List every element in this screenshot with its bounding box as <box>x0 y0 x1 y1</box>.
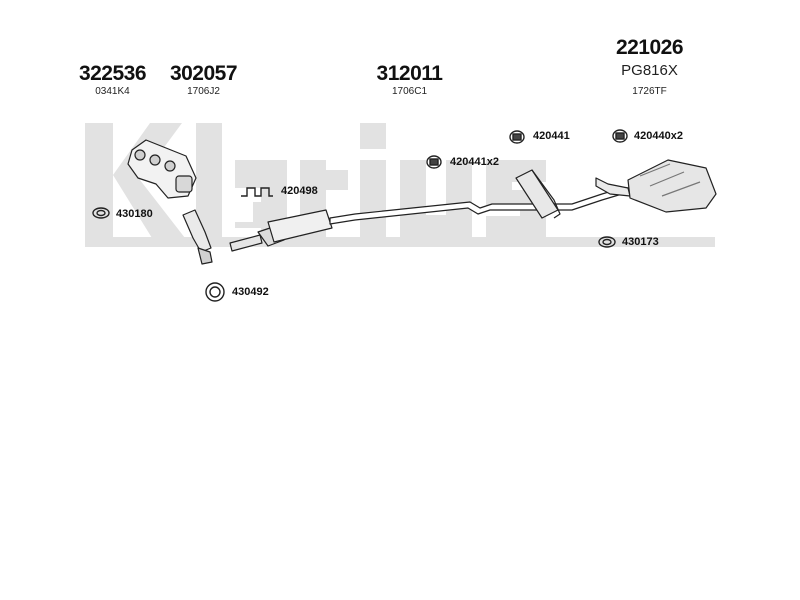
rubber-mount-icon <box>509 130 525 144</box>
bracket-icon <box>241 187 273 197</box>
front-pipe-part <box>229 187 643 252</box>
rubber-mount-icon <box>426 155 442 169</box>
callout-420440x2: 420440x2 <box>634 130 683 142</box>
part-number-221026: 221026 <box>615 36 684 59</box>
clamp-ring-icon <box>92 207 110 219</box>
part-number-322536: 322536 <box>78 62 147 85</box>
part-number-302057: 302057 <box>169 62 238 85</box>
centre-silencer-part <box>515 169 561 219</box>
watermark-underline <box>85 237 715 247</box>
callout-420441: 420441 <box>533 130 570 142</box>
part-code-0341k4: 0341K4 <box>95 86 130 97</box>
callout-420498: 420498 <box>281 185 318 197</box>
callout-430180: 430180 <box>116 208 153 220</box>
rubber-mount-icon <box>612 129 628 143</box>
part-code-1726tf: 1726TF <box>632 86 667 97</box>
callout-430492: 430492 <box>232 286 269 298</box>
part-code-1706c1: 1706C1 <box>391 86 428 97</box>
clamp-ring-icon <box>598 236 616 248</box>
part-code-pg816x: PG816X <box>621 62 678 79</box>
downpipe-part <box>182 209 213 265</box>
callout-430173: 430173 <box>622 236 659 248</box>
rear-box-part <box>595 159 717 213</box>
manifold-part <box>127 139 197 199</box>
part-number-312011: 312011 <box>376 62 443 85</box>
callout-420441x2: 420441x2 <box>450 156 499 168</box>
part-code-1706j2: 1706J2 <box>187 86 220 97</box>
clamp-ring-icon <box>205 282 225 302</box>
